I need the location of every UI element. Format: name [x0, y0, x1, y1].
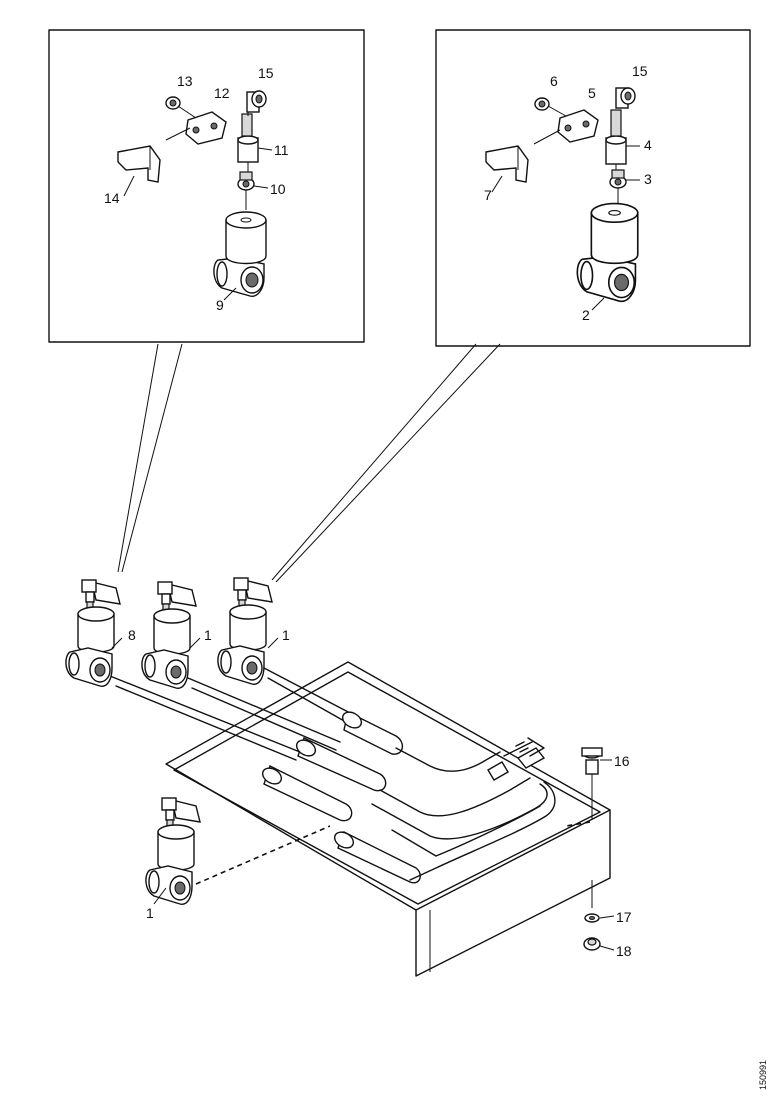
- callout-2: 2: [582, 307, 590, 323]
- callout-13: 13: [177, 73, 193, 89]
- callout-7: 7: [484, 187, 492, 203]
- nut-18: [583, 937, 601, 951]
- valve-1-b: [217, 577, 273, 685]
- callout-15b: 15: [632, 63, 648, 79]
- cylinder-upper: [341, 710, 403, 755]
- right-part-5: [557, 109, 599, 143]
- callout-9: 9: [216, 297, 224, 313]
- right-detail-frame: [435, 29, 751, 347]
- callout-1b: 1: [282, 627, 290, 643]
- callout-8: 8: [128, 627, 136, 643]
- left-part-14: [117, 145, 161, 183]
- callout-15a: 15: [258, 65, 274, 81]
- callout-1a: 1: [204, 627, 212, 643]
- cylinder-front: [333, 831, 421, 884]
- right-part-15: [615, 87, 636, 109]
- callout-12: 12: [214, 85, 230, 101]
- left-part-10: [237, 171, 255, 191]
- valve-8: [65, 579, 121, 687]
- callout-10: 10: [270, 181, 286, 197]
- callout-16: 16: [614, 753, 630, 769]
- callout-14: 14: [104, 190, 120, 206]
- right-part-7: [485, 145, 529, 183]
- callout-17: 17: [616, 909, 632, 925]
- callout-3: 3: [644, 171, 652, 187]
- left-detail-box: 13 12 15 11 10 14 9: [48, 29, 365, 343]
- left-detail-frame: [48, 29, 365, 343]
- bolt-16: [581, 747, 603, 775]
- right-part-3: [609, 169, 627, 189]
- left-part-11: [237, 113, 259, 163]
- washer-17: [584, 913, 600, 923]
- callout-18: 18: [616, 943, 632, 959]
- callout-6: 6: [550, 73, 558, 89]
- left-part-9: [213, 211, 267, 297]
- cylinder-middle: [295, 737, 387, 792]
- right-part-2: [576, 202, 639, 303]
- right-part-6: [534, 97, 550, 111]
- left-part-15: [246, 90, 267, 113]
- figure-reference: 150991: [758, 1060, 768, 1090]
- callout-5: 5: [588, 85, 596, 101]
- detail-leader-lines: [117, 343, 501, 583]
- right-part-4: [605, 109, 627, 165]
- right-detail-box: 6 5 15 4 3 7 2: [435, 29, 751, 347]
- valve-1-c: [145, 797, 201, 905]
- cylinder-lower: [261, 765, 353, 822]
- main-assembly: 8 1 1 1 16 17 18: [65, 577, 632, 977]
- callout-11: 11: [274, 142, 289, 158]
- callout-4: 4: [644, 137, 652, 153]
- left-part-13: [165, 96, 181, 110]
- callout-1c: 1: [146, 905, 154, 921]
- valve-1-a: [141, 581, 197, 689]
- left-part-12: [185, 111, 227, 145]
